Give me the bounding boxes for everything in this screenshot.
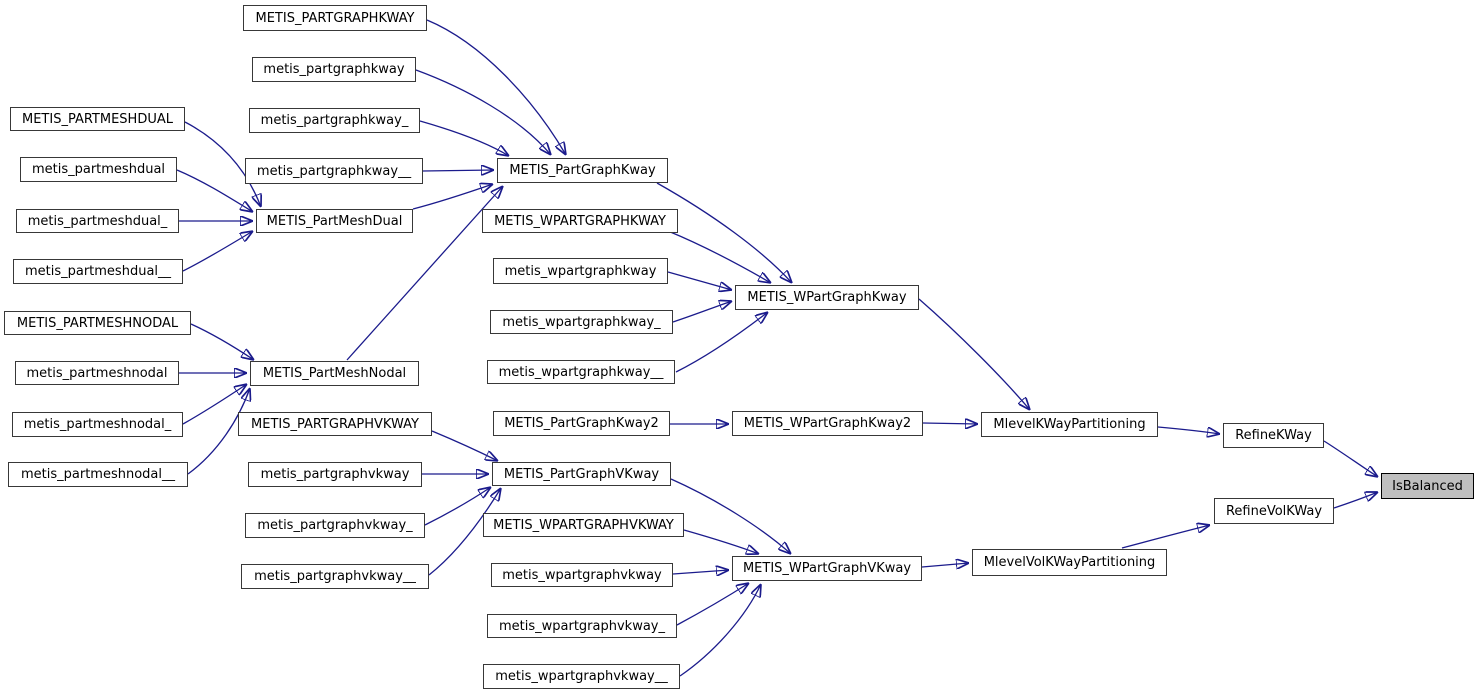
- edge-metis_wpartgraphkway__-to-METIS_WPartGraphKway: [675, 312, 768, 373]
- edge-metis_partmeshdual__-to-METIS_PartMeshDual: [182, 231, 253, 272]
- node-metis-partmeshnodal[interactable]: metis_partmeshnodal: [15, 361, 179, 385]
- edge-metis_wpartgraphvkway__-to-METIS_WPartGraphVKway: [679, 584, 761, 677]
- node-refine-kway[interactable]: RefineKWay: [1223, 423, 1324, 448]
- node-metis-partgraphkway-u2[interactable]: metis_partgraphkway__: [245, 158, 423, 184]
- edge-metis_partgraphkway-to-METIS_PartGraphKway: [415, 69, 551, 155]
- edge-RefineKWay-to-IsBalanced: [1323, 440, 1378, 477]
- edge-METIS_PARTMESHNODAL-to-METIS_PartMeshNodal: [190, 323, 254, 360]
- node-metis-partmeshnodal-caps[interactable]: METIS_PARTMESHNODAL: [4, 311, 191, 335]
- edge-METIS_PARTGRAPHVKWAY-to-METIS_PartGraphVKway: [431, 430, 498, 461]
- node-metis-wpartgraphkway-u2[interactable]: metis_wpartgraphkway__: [487, 360, 675, 384]
- node-metis-part-mesh-dual[interactable]: METIS_PartMeshDual: [256, 209, 413, 233]
- node-metis-partmeshdual-caps[interactable]: METIS_PARTMESHDUAL: [10, 107, 185, 131]
- edge-METIS_WPartGraphKway2-to-MlevelKWayPartitioning: [922, 423, 978, 424]
- edge-RefineVolKWay-to-IsBalanced: [1333, 492, 1378, 509]
- node-metis-part-mesh-nodal[interactable]: METIS_PartMeshNodal: [250, 361, 419, 386]
- node-metis-partmeshnodal-u1[interactable]: metis_partmeshnodal_: [12, 412, 183, 437]
- edge-metis_wpartgraphvkway_-to-METIS_WPartGraphVKway: [676, 583, 749, 626]
- node-metis-wpartgraphkway-caps[interactable]: METIS_WPARTGRAPHKWAY: [482, 209, 678, 233]
- node-metis-partgraphvkway[interactable]: metis_partgraphvkway: [248, 462, 422, 487]
- edge-METIS_PartMeshDual-to-METIS_PartGraphKway: [412, 184, 493, 210]
- edge-METIS_WPARTGRAPHKWAY-to-METIS_WPartGraphKway: [667, 230, 771, 283]
- node-metis-partgraphvkway-caps[interactable]: METIS_PARTGRAPHVKWAY: [238, 412, 432, 436]
- node-metis-partgraphvkway-u2[interactable]: metis_partgraphvkway__: [241, 564, 429, 589]
- edge-metis_partmeshdual-to-METIS_PartMeshDual: [176, 169, 253, 212]
- node-metis-wpartgraphkway[interactable]: metis_wpartgraphkway: [493, 258, 668, 284]
- node-metis-wpart-graph-kway2[interactable]: METIS_WPartGraphKway2: [732, 411, 923, 436]
- node-metis-partgraphkway[interactable]: metis_partgraphkway: [252, 57, 416, 82]
- node-metis-wpartgraphvkway-u2[interactable]: metis_wpartgraphvkway__: [483, 664, 680, 689]
- node-metis-partmeshdual-u1[interactable]: metis_partmeshdual_: [16, 209, 179, 233]
- edge-metis_wpartgraphkway_-to-METIS_WPartGraphKway: [672, 301, 732, 323]
- node-metis-partmeshdual-u2[interactable]: metis_partmeshdual__: [13, 259, 183, 284]
- node-metis-wpartgraphvkway-caps[interactable]: METIS_WPARTGRAPHVKWAY: [483, 513, 684, 537]
- node-metis-wpart-graph-kway[interactable]: METIS_WPartGraphKway: [735, 285, 919, 310]
- edge-METIS_WPARTGRAPHVKWAY-to-METIS_WPartGraphVKway: [683, 529, 759, 554]
- node-metis-partgraphkway-u1[interactable]: metis_partgraphkway_: [249, 108, 420, 133]
- edge-metis_partgraphkway__-to-METIS_PartGraphKway: [422, 170, 494, 171]
- edge-METIS_WPartGraphKway-to-MlevelKWayPartitioning: [918, 298, 1030, 410]
- node-mlevel-vol-kway-partitioning[interactable]: MlevelVolKWayPartitioning: [972, 549, 1167, 576]
- edge-METIS_WPartGraphVKway-to-MlevelVolKWayPartitioning: [921, 563, 969, 567]
- node-metis-partmeshdual[interactable]: metis_partmeshdual: [20, 157, 177, 182]
- edge-metis_partgraphvkway_-to-METIS_PartGraphVKway: [424, 487, 491, 526]
- node-metis-wpartgraphkway-u1[interactable]: metis_wpartgraphkway_: [490, 310, 673, 334]
- node-metis-part-graph-kway2[interactable]: METIS_PartGraphKway2: [493, 411, 670, 436]
- node-refine-vol-kway[interactable]: RefineVolKWay: [1214, 498, 1334, 524]
- node-metis-partmeshnodal-u2[interactable]: metis_partmeshnodal__: [8, 462, 188, 487]
- node-metis-part-graph-kway[interactable]: METIS_PartGraphKway: [497, 158, 668, 183]
- edge-MlevelVolKWayPartitioning-to-RefineVolKWay: [1121, 525, 1210, 549]
- edge-METIS_PartGraphVKway-to-METIS_WPartGraphVKway: [670, 478, 791, 554]
- node-isbalanced-focus: IsBalanced: [1381, 473, 1474, 499]
- node-metis-partgraphkway-caps[interactable]: METIS_PARTGRAPHKWAY: [243, 5, 427, 31]
- node-metis-wpartgraphvkway[interactable]: metis_wpartgraphvkway: [491, 563, 673, 587]
- edge-METIS_PartGraphKway-to-METIS_WPartGraphKway: [656, 182, 792, 283]
- edge-metis_wpartgraphvkway-to-METIS_WPartGraphVKway: [672, 570, 729, 574]
- edge-metis_partgraphkway_-to-METIS_PartGraphKway: [419, 120, 509, 156]
- edge-MlevelKWayPartitioning-to-RefineKWay: [1157, 426, 1220, 434]
- edge-METIS_PARTGRAPHKWAY-to-METIS_PartGraphKway: [426, 19, 566, 155]
- node-metis-partgraphvkway-u1[interactable]: metis_partgraphvkway_: [245, 513, 425, 538]
- node-metis-wpart-graph-vkway[interactable]: METIS_WPartGraphVKway: [732, 556, 922, 581]
- node-mlevel-kway-partitioning[interactable]: MlevelKWayPartitioning: [981, 412, 1158, 437]
- node-metis-wpartgraphvkway-u1[interactable]: metis_wpartgraphvkway_: [487, 614, 677, 638]
- node-metis-part-graph-vkway[interactable]: METIS_PartGraphVKway: [492, 462, 671, 486]
- edge-metis_wpartgraphkway-to-METIS_WPartGraphKway: [667, 271, 732, 290]
